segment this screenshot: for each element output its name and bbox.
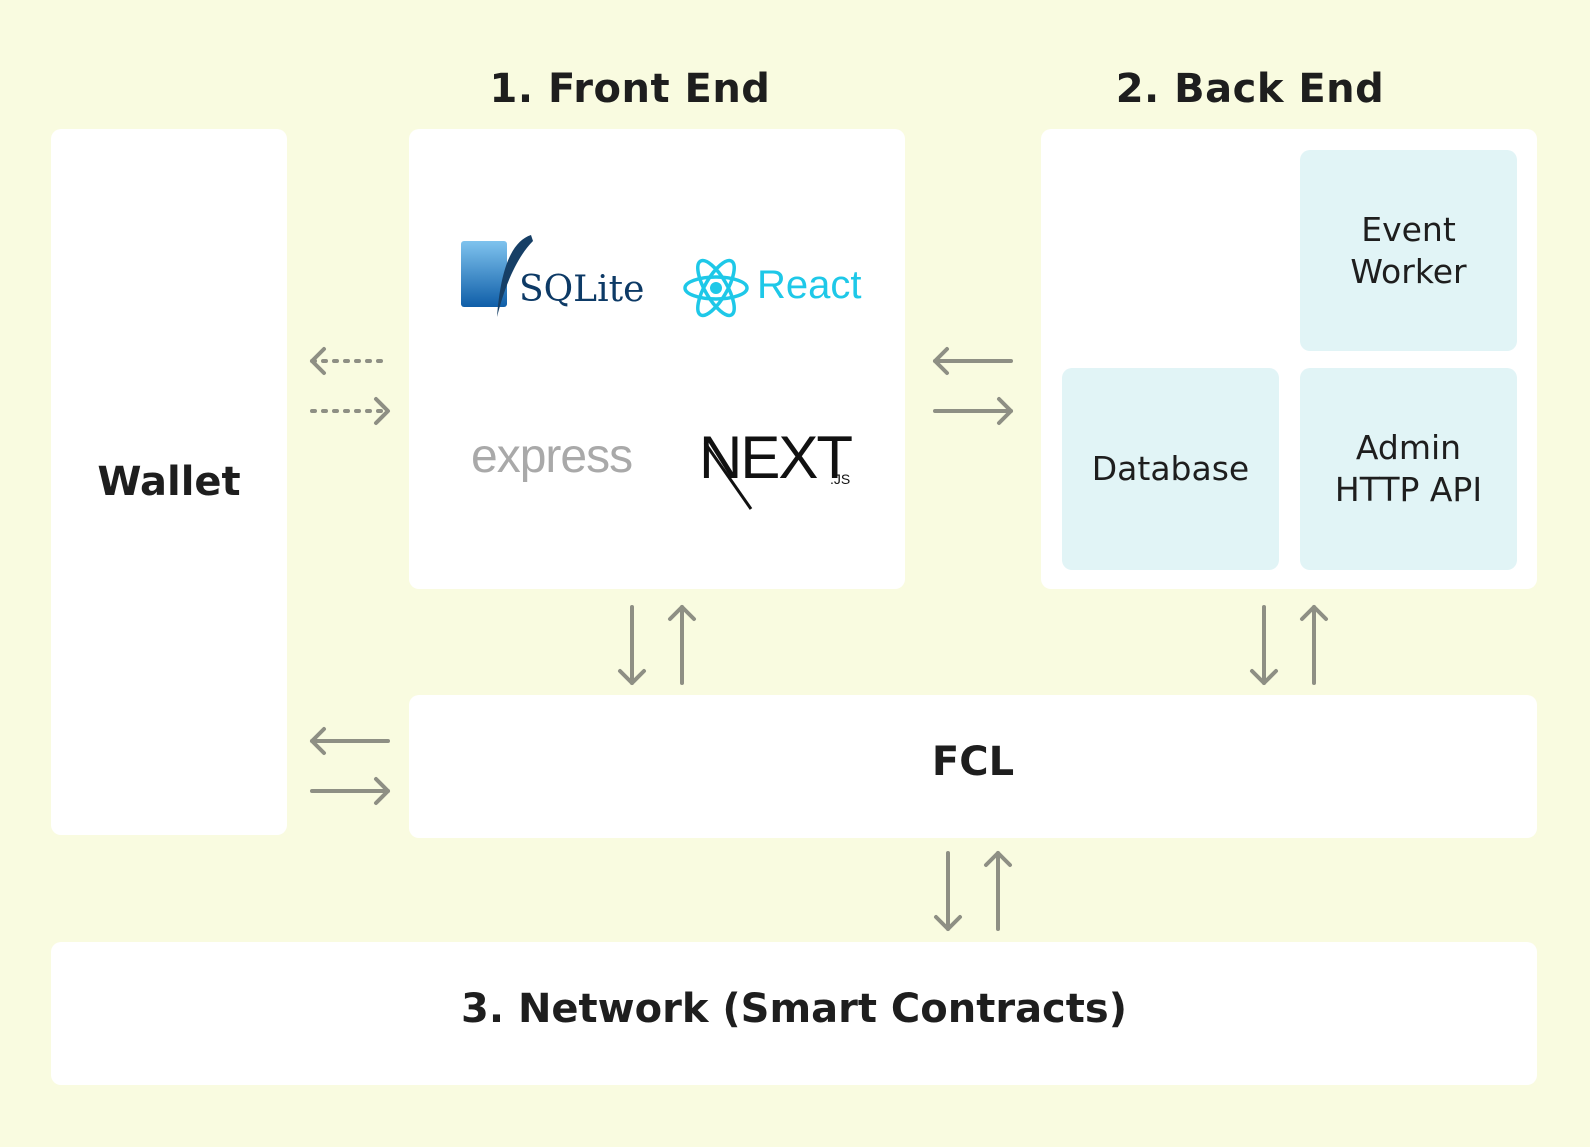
- front-end-panel: SQLite React express NEXT .JS: [409, 129, 905, 589]
- front-end-heading: 1. Front End: [489, 66, 771, 112]
- nextjs-slash-icon: [703, 442, 753, 510]
- react-logo: React: [683, 257, 883, 321]
- event-worker-box: Event Worker: [1300, 150, 1517, 351]
- admin-http-api-box: Admin HTTP API: [1300, 368, 1517, 570]
- frontend-fcl-arrows: [618, 605, 696, 685]
- frontend-backend-arrows: [933, 347, 1013, 425]
- nextjs-logo: NEXT .JS: [699, 419, 879, 510]
- fcl-panel: FCL: [409, 695, 1537, 838]
- wallet-panel: Wallet: [51, 129, 287, 835]
- wallet-fcl-arrows: [310, 727, 390, 805]
- nextjs-suffix: .JS: [830, 471, 851, 487]
- backend-fcl-arrows: [1250, 605, 1328, 685]
- nextjs-wordmark: NEXT: [699, 424, 853, 491]
- database-box: Database: [1062, 368, 1279, 570]
- fcl-label: FCL: [931, 739, 1015, 785]
- react-wordmark: React: [757, 263, 862, 307]
- network-label: 3. Network (Smart Contracts): [461, 986, 1127, 1032]
- react-atom-icon: [683, 258, 749, 318]
- wallet-label: Wallet: [97, 459, 241, 505]
- network-panel: 3. Network (Smart Contracts): [51, 942, 1537, 1085]
- sqlite-logo: SQLite: [461, 235, 651, 325]
- fcl-network-arrows: [934, 851, 1012, 931]
- sqlite-feather-icon: [461, 235, 533, 317]
- back-end-heading: 2. Back End: [1115, 66, 1385, 112]
- wallet-frontend-dotted-arrows: [310, 347, 390, 425]
- back-end-panel: Event Worker Database Admin HTTP API: [1041, 129, 1537, 589]
- sqlite-wordmark: SQLite: [519, 269, 645, 310]
- express-logo: express: [471, 430, 633, 483]
